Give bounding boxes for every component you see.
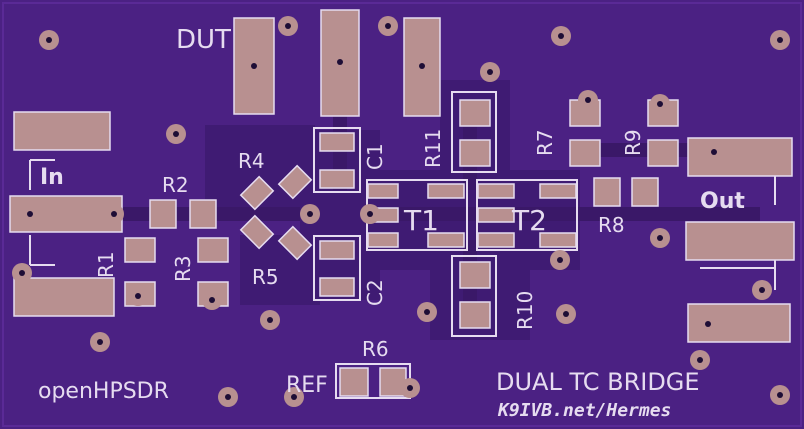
in-pad-bottom bbox=[13, 277, 115, 317]
r6-label: R6 bbox=[362, 337, 389, 361]
r8-pad-1 bbox=[593, 177, 621, 207]
silk-labels: DUT REF In Out openHPSDR DUAL TC BRIDGE … bbox=[38, 25, 745, 421]
r3-label: R3 bbox=[171, 255, 195, 282]
r8-pad-2 bbox=[631, 177, 659, 207]
t2-pad-2 bbox=[477, 207, 515, 223]
t2-label: T2 bbox=[511, 204, 547, 237]
t1-pad-3 bbox=[367, 232, 399, 248]
c2-pad-1 bbox=[319, 240, 355, 260]
r5-pad-2 bbox=[277, 225, 313, 261]
out-pad-top bbox=[687, 137, 793, 177]
r11-pad-1 bbox=[459, 99, 491, 127]
brand-label: openHPSDR bbox=[38, 379, 169, 404]
c2-label: C2 bbox=[363, 279, 387, 306]
ref-label: REF bbox=[286, 373, 328, 398]
c1-pad-2 bbox=[319, 169, 355, 189]
r11-pad-2 bbox=[459, 139, 491, 167]
r11-label: R11 bbox=[421, 129, 445, 168]
r10-label: R10 bbox=[513, 291, 537, 330]
r4-pad-2 bbox=[277, 164, 313, 200]
title-label: DUAL TC BRIDGE bbox=[496, 368, 700, 396]
vias bbox=[12, 16, 790, 407]
in-label: In bbox=[40, 165, 64, 190]
r5-pad-1 bbox=[239, 214, 275, 250]
r7-label: R7 bbox=[533, 129, 557, 156]
r4-pad-1 bbox=[239, 175, 275, 211]
copper-pads bbox=[9, 9, 795, 397]
in-pad-top bbox=[13, 111, 111, 151]
r4-label: R4 bbox=[238, 149, 265, 173]
r9-pad-2 bbox=[647, 139, 679, 167]
t1-pad-5 bbox=[427, 232, 465, 248]
r2-pad-2 bbox=[189, 199, 217, 229]
ref-pad bbox=[339, 367, 369, 397]
r9-label: R9 bbox=[621, 129, 645, 156]
out-pad-bottom bbox=[687, 303, 791, 343]
c1-pad-1 bbox=[319, 132, 355, 152]
r8-label: R8 bbox=[598, 213, 625, 237]
c1-label: C1 bbox=[363, 143, 387, 170]
r1-label: R1 bbox=[94, 251, 118, 278]
out-pad-mid bbox=[685, 221, 795, 261]
t2-pad-4 bbox=[539, 183, 577, 199]
r2-label: R2 bbox=[162, 173, 189, 197]
r3-pad-1 bbox=[197, 237, 229, 263]
out-label: Out bbox=[700, 189, 745, 214]
t2-pad-5 bbox=[539, 232, 577, 248]
t1-pad-4 bbox=[427, 183, 465, 199]
r10-pad-2 bbox=[459, 301, 491, 329]
t1-label: T1 bbox=[403, 204, 439, 237]
t2-pad-3 bbox=[477, 232, 515, 248]
r1-pad-1 bbox=[124, 237, 156, 263]
url-label: K9IVB.net/Hermes bbox=[497, 400, 671, 421]
dut-label: DUT bbox=[176, 25, 231, 55]
c2-pad-2 bbox=[319, 277, 355, 297]
t2-pad-1 bbox=[477, 183, 515, 199]
r7-pad-2 bbox=[569, 139, 601, 167]
r5-label: R5 bbox=[252, 265, 279, 289]
t1-pad-1 bbox=[367, 183, 399, 199]
r2-pad-1 bbox=[149, 199, 177, 229]
r10-pad-1 bbox=[459, 261, 491, 289]
